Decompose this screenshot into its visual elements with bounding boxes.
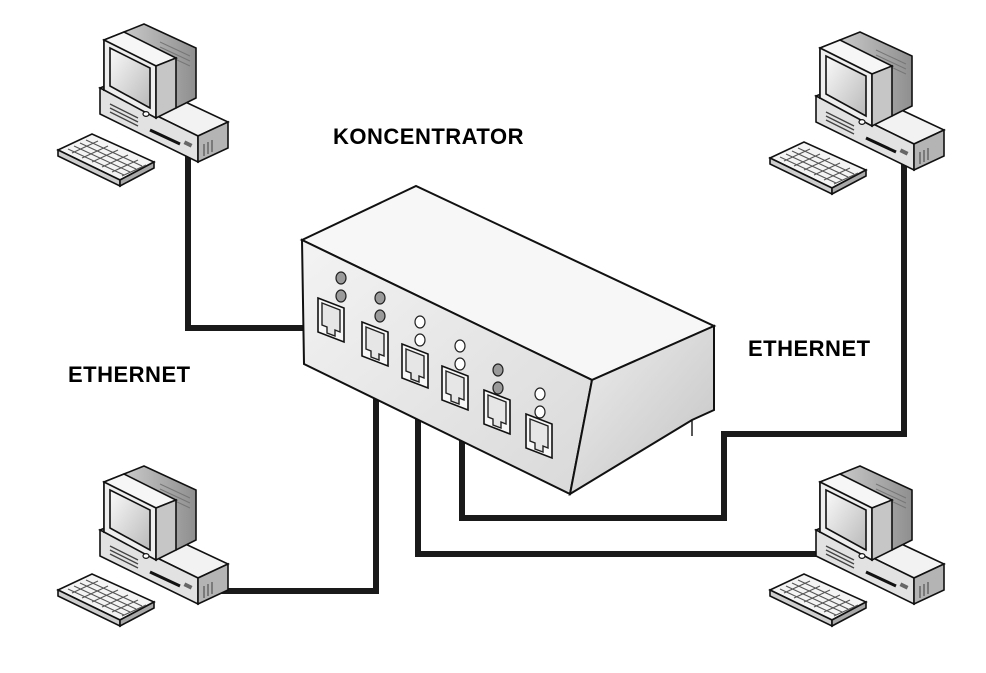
computer-icon xyxy=(98,464,230,606)
hub-icon xyxy=(299,184,717,497)
keyboard-icon xyxy=(769,141,867,195)
computer-bottom-right xyxy=(769,464,946,627)
keyboard-icon xyxy=(57,133,155,187)
computer-bottom-left xyxy=(57,464,230,627)
cable-top-right xyxy=(459,150,907,521)
computer-top-left xyxy=(57,22,230,187)
cable-bottom-right xyxy=(415,380,822,557)
computer-top-right xyxy=(769,30,946,195)
keyboard-icon xyxy=(769,573,867,627)
ethernet-cables xyxy=(185,143,907,594)
computer-icon xyxy=(814,464,946,606)
hub-label: KONCENTRATOR xyxy=(333,124,524,149)
computer-icon xyxy=(814,30,946,172)
computer-icon xyxy=(98,22,230,164)
led-indicator xyxy=(335,271,504,395)
cable-bottom-left xyxy=(188,362,379,594)
cable-top-left xyxy=(185,143,330,331)
ethernet-label-right: ETHERNET xyxy=(748,336,871,361)
keyboard-icon xyxy=(57,573,155,627)
ethernet-label-left: ETHERNET xyxy=(68,362,191,387)
